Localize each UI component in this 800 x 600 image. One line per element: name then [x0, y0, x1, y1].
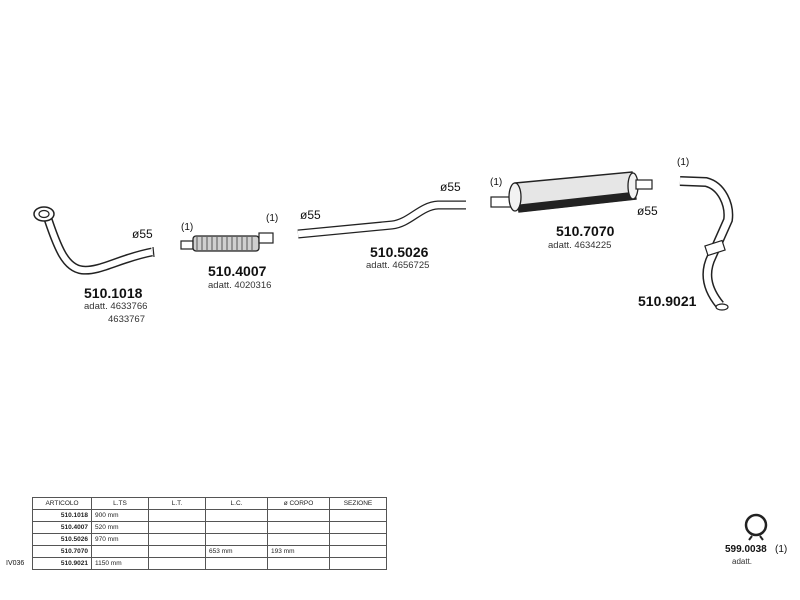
part-code-510-1018: 510.1018: [84, 285, 143, 301]
note-599-0038: (1): [775, 544, 788, 555]
ref-510-1018-b: 4633767: [108, 314, 145, 325]
cell: [267, 509, 330, 522]
header-corpo: ø CORPO: [267, 497, 330, 510]
cell: [205, 509, 268, 522]
cell: [148, 545, 206, 558]
cell: 510.1018: [32, 509, 92, 522]
part-code-510-7070: 510.7070: [556, 223, 615, 239]
cell: [329, 545, 387, 558]
cell: [91, 545, 149, 558]
adopt-label-510-1018: adatt. 4633766: [84, 301, 148, 312]
note-510-9021: (1): [677, 157, 690, 168]
cell: 970 mm: [91, 533, 149, 546]
diameter-510-7070: ø55: [637, 204, 658, 218]
cell: 510.4007: [32, 521, 92, 534]
diameter-510-5026-left: ø55: [300, 208, 321, 222]
header-sezione: SEZIONE: [329, 497, 387, 510]
cell: [267, 533, 330, 546]
cell: [205, 521, 268, 534]
part-code-599-0038: 599.0038: [725, 544, 767, 555]
table-row: 510.7070 653 mm 193 mm: [32, 545, 387, 558]
cell: [148, 521, 206, 534]
cell: 510.9021: [32, 557, 92, 570]
adopt-label-599-0038: adatt.: [732, 557, 753, 566]
cell: 653 mm: [205, 545, 268, 558]
cell: 193 mm: [267, 545, 330, 558]
diameter-510-1018: ø55: [132, 227, 153, 241]
side-code: IV036: [6, 560, 25, 567]
header-articolo: ARTICOLO: [32, 497, 92, 510]
cell: [329, 521, 387, 534]
cell: [205, 533, 268, 546]
table-row: 510.5026 970 mm: [32, 533, 387, 546]
header-lc: L.C.: [205, 497, 268, 510]
cell: 1150 mm: [91, 557, 149, 570]
cell: [148, 557, 206, 570]
cell: 520 mm: [91, 521, 149, 534]
adopt-label-510-5026: adatt. 4656725: [366, 260, 430, 271]
spec-table-header: ARTICOLO L.TS L.T. L.C. ø CORPO SEZIONE: [32, 497, 387, 510]
spec-table: ARTICOLO L.TS L.T. L.C. ø CORPO SEZIONE …: [32, 497, 387, 570]
adopt-label-510-7070: adatt. 4634225: [548, 240, 612, 251]
diameter-510-5026-right: ø55: [440, 180, 461, 194]
adopt-label-510-4007: adatt. 4020316: [208, 280, 272, 291]
table-row: 510.9021 1150 mm: [32, 557, 387, 570]
part-510-9021-tailpipe: [679, 176, 734, 311]
part-599-0038-clamp: [744, 513, 768, 541]
note-510-4007-left: (1): [181, 222, 194, 233]
cell: [329, 509, 387, 522]
part-510-4007-flex: [180, 232, 274, 252]
part-510-1018-pipe: [33, 206, 155, 275]
part-code-510-4007: 510.4007: [208, 263, 267, 279]
table-row: 510.4007 520 mm: [32, 521, 387, 534]
cell: [148, 509, 206, 522]
cell: 900 mm: [91, 509, 149, 522]
cell: [329, 557, 387, 570]
cell: 510.7070: [32, 545, 92, 558]
part-code-510-9021: 510.9021: [638, 293, 697, 309]
cell: [148, 533, 206, 546]
header-lts: L.TS: [91, 497, 149, 510]
cell: [267, 557, 330, 570]
part-510-7070-silencer: [490, 171, 653, 213]
part-510-5026-pipe: [297, 200, 466, 239]
cell: [205, 557, 268, 570]
header-lt: L.T.: [148, 497, 206, 510]
part-code-510-5026: 510.5026: [370, 244, 429, 260]
table-row: 510.1018 900 mm: [32, 509, 387, 522]
note-510-4007-right: (1): [266, 213, 279, 224]
cell: [267, 521, 330, 534]
note-510-7070: (1): [490, 177, 503, 188]
cell: 510.5026: [32, 533, 92, 546]
cell: [329, 533, 387, 546]
